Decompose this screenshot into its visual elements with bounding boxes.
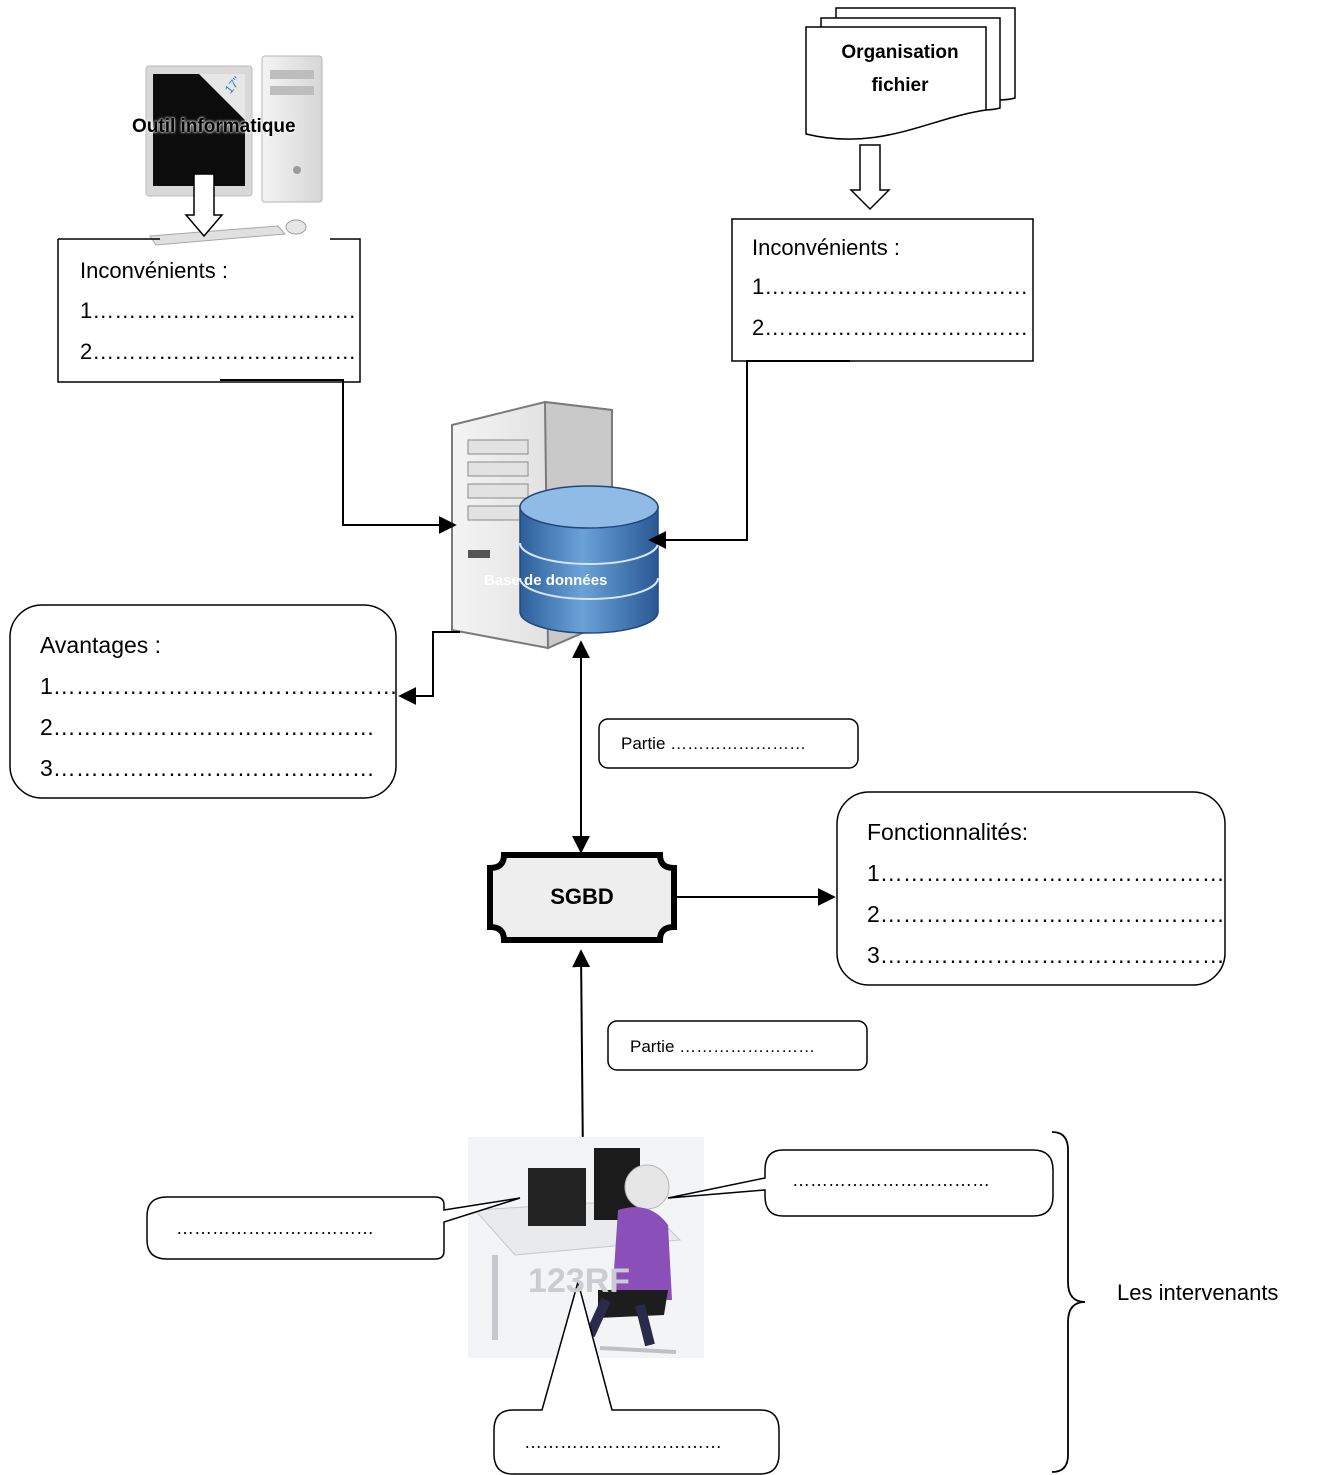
database-band [519, 542, 659, 565]
features-title: Fonctionnalités: [867, 819, 1029, 845]
file-org-label-line1: Organisation [841, 42, 959, 63]
speech-bubble-right [667, 1149, 1054, 1217]
left-drawbacks-box [57, 238, 361, 383]
server-bay [467, 483, 529, 499]
document-front [805, 26, 987, 140]
speech-bubble-left [146, 1196, 521, 1260]
upper-part-label: Partie …………………… [621, 734, 807, 753]
advantages-item: 3…………………………………… [40, 755, 375, 781]
speech-bubble-left-text: …………………………… [176, 1218, 374, 1238]
advantages-item: 1……………………………………… [40, 673, 398, 699]
connector-right-to-database [648, 360, 850, 549]
server-bay [467, 439, 529, 455]
user-head [624, 1164, 670, 1210]
server-slot [468, 550, 490, 558]
database-band [519, 577, 659, 600]
right-drawbacks-item: 2……………………………… [752, 315, 1029, 340]
pc-drive-bay [270, 70, 314, 79]
right-drawbacks-box [731, 218, 1034, 362]
keyboard [149, 225, 287, 246]
image-watermark: 123RF [528, 1262, 631, 1300]
speech-bubble-right-text: …………………………… [792, 1170, 990, 1190]
speech-bubble-bottom [493, 1279, 780, 1475]
server-bay [467, 505, 529, 521]
pc-drive-bay [270, 86, 314, 95]
left-drawbacks-item: 1……………………………… [80, 298, 357, 323]
features-item: 1……………………………………… [867, 860, 1225, 886]
upper-part-box [598, 718, 859, 769]
mouse [285, 219, 307, 235]
computer-illustration [145, 55, 323, 246]
user-legs [585, 1297, 655, 1347]
right-drawbacks-title: Inconvénients : [752, 235, 900, 260]
pc-label: Outil informatique [132, 116, 296, 137]
file-organisation-icon [805, 7, 1016, 211]
right-drawbacks-item: 1……………………………… [752, 274, 1029, 299]
database-cylinder [519, 485, 659, 634]
speech-bubble-bottom-text: …………………………… [524, 1432, 722, 1452]
connector-database-to-advantages [398, 631, 460, 705]
lower-part-box [607, 1020, 868, 1071]
file-org-label-line2: fichier [871, 75, 929, 96]
sgbd-box [487, 852, 677, 943]
monitor-glare [199, 74, 245, 120]
user-chair-base [599, 1346, 677, 1354]
user-monitor [528, 1168, 586, 1226]
database-label: Base de données [484, 572, 608, 589]
features-item: 2……………………………………… [867, 901, 1225, 927]
down-arrow-icon [849, 144, 891, 211]
actors-group-label: Les intervenants [1117, 1280, 1279, 1305]
pc-power-button [293, 166, 301, 174]
database-top [519, 485, 659, 529]
features-box [836, 791, 1226, 986]
advantages-item: 2…………………………………… [40, 714, 375, 740]
left-drawbacks-title: Inconvénients : [80, 258, 228, 283]
left-drawbacks-item: 2……………………………… [80, 339, 357, 364]
connector-left-to-database [220, 379, 457, 534]
user-shirt [612, 1207, 672, 1300]
down-arrow-icon [184, 173, 224, 238]
advantages-box [9, 604, 397, 799]
actors-brace [1051, 1131, 1086, 1473]
database-body [519, 506, 659, 634]
advantages-title: Avantages : [40, 632, 162, 658]
features-item: 3……………………………………… [867, 942, 1225, 968]
lower-part-label: Partie …………………… [630, 1037, 816, 1056]
user-chair-seat [598, 1290, 668, 1318]
connector-sgbd-users [572, 949, 592, 1165]
server-bay [467, 461, 529, 477]
sgbd-label: SGBD [550, 884, 614, 909]
